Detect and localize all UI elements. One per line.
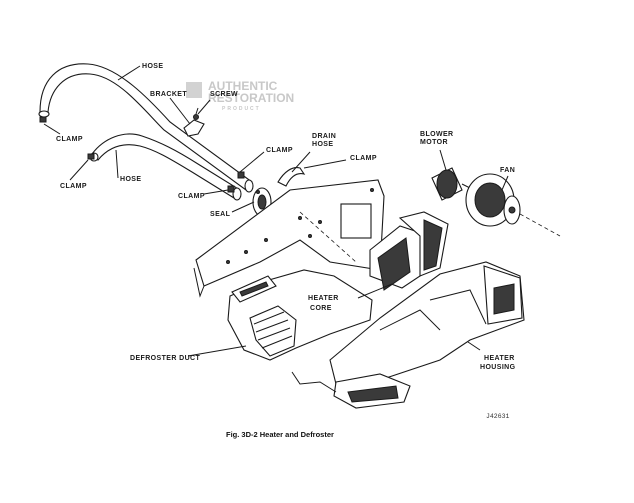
- leader-lines: [43, 65, 509, 357]
- floor-outlet-drawing: [291, 371, 411, 409]
- clamp-icon: [227, 185, 235, 193]
- label-seal: SEAL: [210, 211, 231, 218]
- blower-motor-drawing: [431, 167, 475, 201]
- label-hose-lower: HOSE: [120, 176, 141, 183]
- label-drain-hose-line2: HOSE: [312, 141, 333, 148]
- label-screw: SCREW: [210, 91, 238, 98]
- heater-core-drawing: [369, 211, 449, 291]
- label-heater-housing-line1: HEATER: [484, 355, 515, 362]
- watermark-line1: AUTHENTIC: [208, 79, 278, 93]
- upper-hose-drawing: [38, 63, 254, 193]
- label-bracket: BRACKET: [150, 91, 187, 98]
- clamp-icon: [39, 116, 47, 123]
- label-heater-core-line1: HEATER: [308, 295, 339, 302]
- firewall-panel-drawing: [193, 179, 385, 298]
- label-fan: FAN: [500, 167, 515, 174]
- label-clamp-left-upper: CLAMP: [56, 136, 83, 143]
- label-clamp-mid-lower: CLAMP: [178, 193, 205, 200]
- bracket-drawing: [183, 107, 205, 137]
- watermark: AUTHENTIC RESTORATION PRODUCT: [186, 79, 294, 112]
- label-heater-housing-line2: HOUSING: [480, 364, 516, 371]
- label-blower-motor-line2: MOTOR: [420, 139, 448, 146]
- fan-drawing: [465, 173, 561, 237]
- defroster-duct-drawing: [227, 269, 373, 361]
- watermark-logo-icon: [186, 82, 202, 98]
- watermark-line2: RESTORATION: [208, 91, 294, 105]
- label-clamp-right: CLAMP: [350, 155, 377, 162]
- label-heater-core-line2: CORE: [310, 305, 332, 312]
- watermark-line3: PRODUCT: [222, 106, 261, 112]
- screw-icon: [193, 114, 199, 120]
- label-clamp-left-lower: CLAMP: [60, 183, 87, 190]
- figure-code: J42631: [486, 413, 510, 420]
- part-labels: HOSE BRACKET SCREW CLAMP CLAMP HOSE CLAM…: [56, 63, 516, 371]
- clamp-icon: [237, 171, 245, 179]
- label-hose-top: HOSE: [142, 63, 163, 70]
- label-drain-hose-line1: DRAIN: [312, 133, 336, 140]
- label-blower-motor-line1: BLOWER: [420, 131, 454, 138]
- clamp-icon: [87, 153, 95, 160]
- label-clamp-mid-upper: CLAMP: [266, 147, 293, 154]
- label-defroster-duct: DEFROSTER DUCT: [130, 355, 200, 362]
- drain-hose-drawing: [277, 167, 306, 187]
- clamp-drawings: [39, 116, 245, 193]
- figure-caption: Fig. 3D-2 Heater and Defroster: [226, 430, 334, 439]
